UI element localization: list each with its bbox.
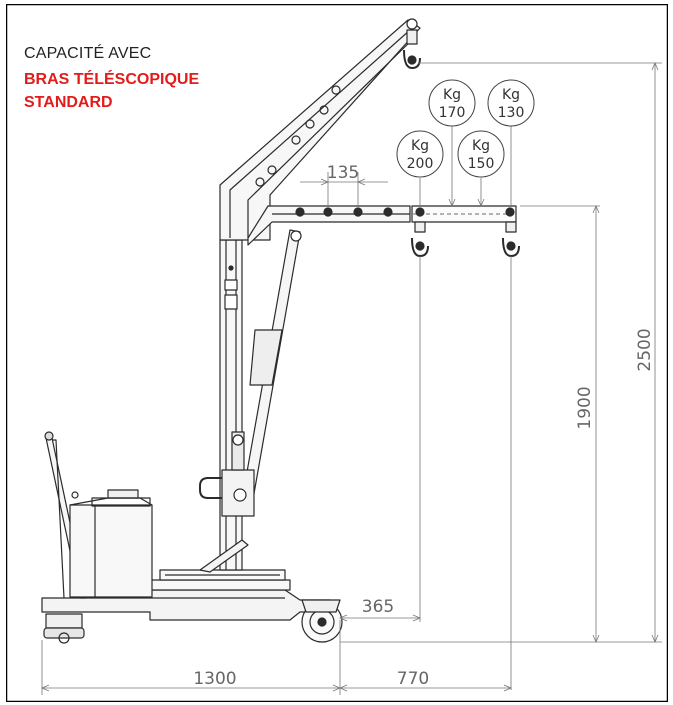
dim-overhang: 365 [362, 597, 394, 617]
front-wheel-icon [301, 599, 343, 643]
hook-130-icon [502, 221, 520, 257]
dim-hole-spacing: 135 [327, 163, 359, 183]
load-tag-170-value: 170 [439, 105, 466, 121]
hydraulic-cylinder [241, 229, 302, 506]
telescopic-arm [247, 205, 517, 246]
load-tag-200-unit: Kg [411, 138, 429, 154]
pump-unit [199, 431, 255, 517]
load-tag-150-value: 150 [468, 156, 495, 172]
dim-base-length: 1300 [193, 669, 236, 689]
caption-line-2: BRAS TÉLÉSCOPIQUE [24, 71, 200, 88]
dim-boom-height: 1900 [575, 386, 595, 429]
dim-max-height: 2500 [635, 328, 655, 371]
load-tag-200: Kg 200 [396, 130, 444, 178]
load-tag-170: Kg 170 [428, 79, 476, 127]
dimension-lines [40, 61, 662, 695]
load-tag-170-unit: Kg [443, 87, 461, 103]
load-tag-150: Kg 150 [457, 130, 505, 178]
load-tag-150-unit: Kg [472, 138, 490, 154]
caption-line-1: CAPACITÉ AVEC [24, 45, 152, 62]
load-tag-200-value: 200 [407, 156, 434, 172]
load-tag-130: Kg 130 [487, 79, 535, 127]
rear-castor-icon [43, 613, 85, 644]
battery-box [69, 489, 153, 598]
dim-reach: 770 [397, 669, 429, 689]
load-tag-130-value: 130 [498, 105, 525, 121]
load-tag-130-unit: Kg [502, 87, 520, 103]
mast [199, 239, 249, 573]
caption-line-3: STANDARD [24, 94, 113, 111]
hook-200-icon [411, 221, 429, 257]
main-boom [219, 19, 421, 241]
